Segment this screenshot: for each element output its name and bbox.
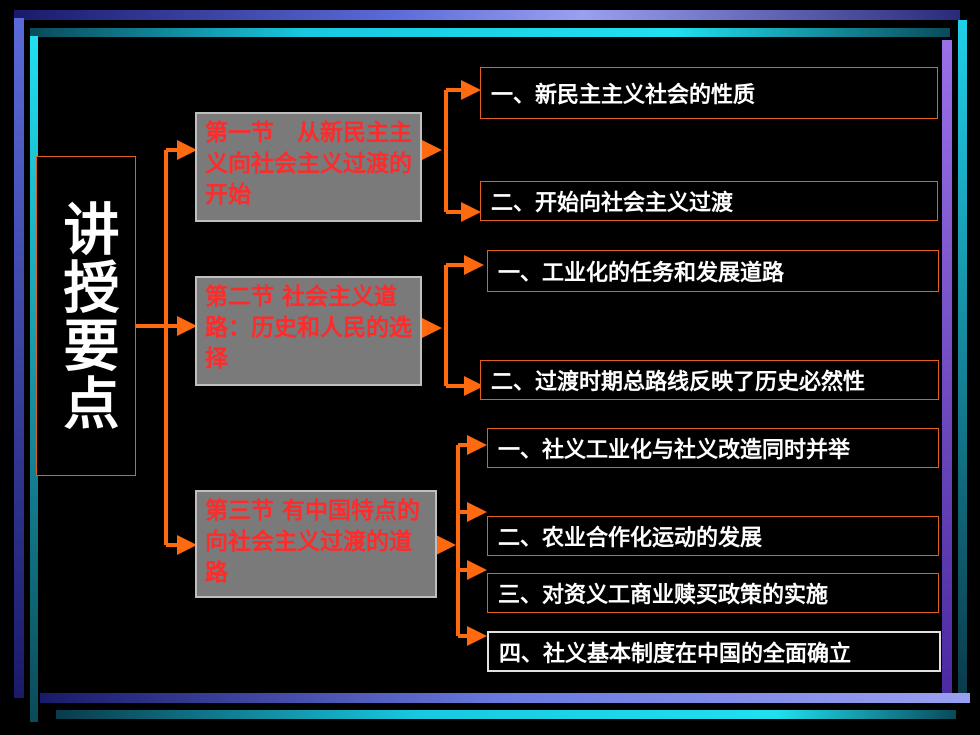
item-2-2-label: 二、过渡时期总路线反映了历史必然性 (491, 370, 866, 395)
frame-bottom-bar-cyan (56, 710, 956, 719)
frame-top-bar-cyan (30, 28, 950, 37)
section-2-title: 第二节 社会主义道路：历史和人民的选择 (205, 284, 412, 372)
frame-bottom-bar (40, 693, 970, 703)
item-2-2: 二、过渡时期总路线反映了历史必然性 (480, 360, 939, 400)
item-1-2-label: 二、开始向社会主义过渡 (491, 191, 734, 216)
item-3-3-label: 三、对资义工商业赎买政策的实施 (498, 583, 829, 608)
frame-left-bar (14, 18, 24, 698)
frame-right-bar (942, 40, 952, 700)
section-3-title: 第三节 有中国特点的向社会主义过渡的道路 (205, 498, 421, 586)
item-3-1: 一、社义工业化与社义改造同时并举 (487, 428, 939, 468)
item-3-3: 三、对资义工商业赎买政策的实施 (487, 573, 939, 613)
item-3-1-label: 一、社义工业化与社义改造同时并举 (498, 438, 851, 463)
item-3-2: 二、农业合作化运动的发展 (487, 516, 939, 556)
item-1-2: 二、开始向社会主义过渡 (480, 181, 938, 221)
item-3-2-label: 二、农业合作化运动的发展 (498, 526, 763, 551)
item-3-4-label: 四、社义基本制度在中国的全面确立 (499, 641, 852, 667)
item-1-1: 一、新民主主义社会的性质 (480, 67, 938, 119)
section-1-box: 第一节 从新民主主义向社会主义过渡的开始 (195, 112, 422, 222)
section-1-title: 第一节 从新民主主义向社会主义过渡的开始 (205, 120, 412, 208)
section-3-box: 第三节 有中国特点的向社会主义过渡的道路 (195, 490, 437, 598)
item-3-4: 四、社义基本制度在中国的全面确立 (487, 631, 941, 672)
main-title-box: 讲授要点 (36, 156, 136, 476)
item-2-1-label: 一、工业化的任务和发展道路 (498, 261, 785, 286)
frame-left-bar-cyan (30, 36, 38, 722)
frame-top-bar (14, 10, 960, 20)
item-2-1: 一、工业化的任务和发展道路 (487, 250, 939, 292)
section-2-box: 第二节 社会主义道路：历史和人民的选择 (195, 276, 422, 386)
item-1-1-label: 一、新民主主义社会的性质 (491, 83, 756, 108)
frame-right-bar-outer (958, 20, 967, 700)
main-title: 讲授要点 (54, 200, 119, 432)
